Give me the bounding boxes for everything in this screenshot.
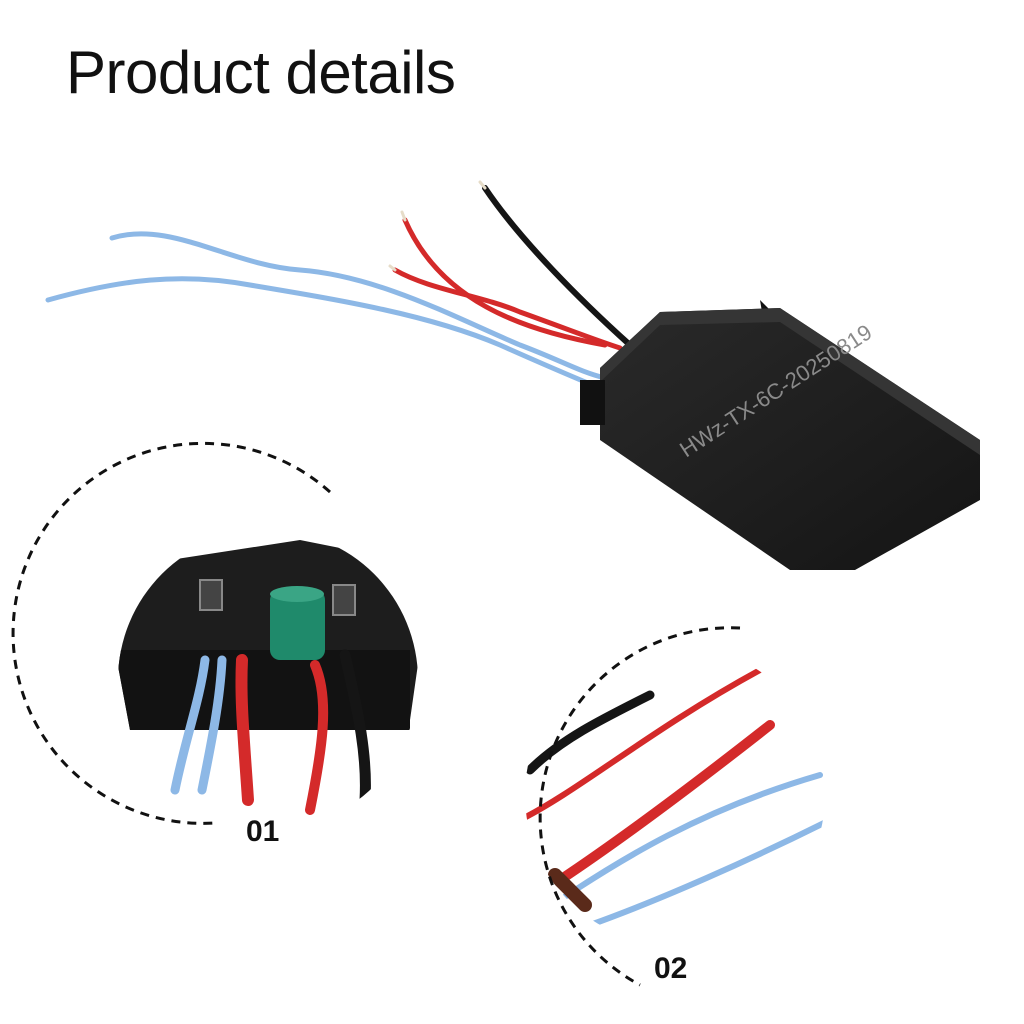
main-wires — [45, 185, 633, 393]
detail-label-02: 02 — [654, 952, 688, 985]
wire-tips — [388, 180, 487, 272]
capacitor — [270, 590, 325, 660]
black-wire — [482, 185, 633, 348]
page-title: Product details — [66, 39, 456, 106]
detail-label-01: 01 — [246, 815, 280, 848]
blue-wire-2 — [45, 276, 608, 393]
detail-01 — [11, 441, 418, 830]
red-wire-2 — [392, 267, 623, 351]
blue-wire-1 — [109, 231, 608, 381]
detail-02 — [525, 626, 825, 987]
red-wire-1 — [402, 217, 608, 348]
device-board: HWz-TX-6C-20250819 — [580, 300, 980, 570]
